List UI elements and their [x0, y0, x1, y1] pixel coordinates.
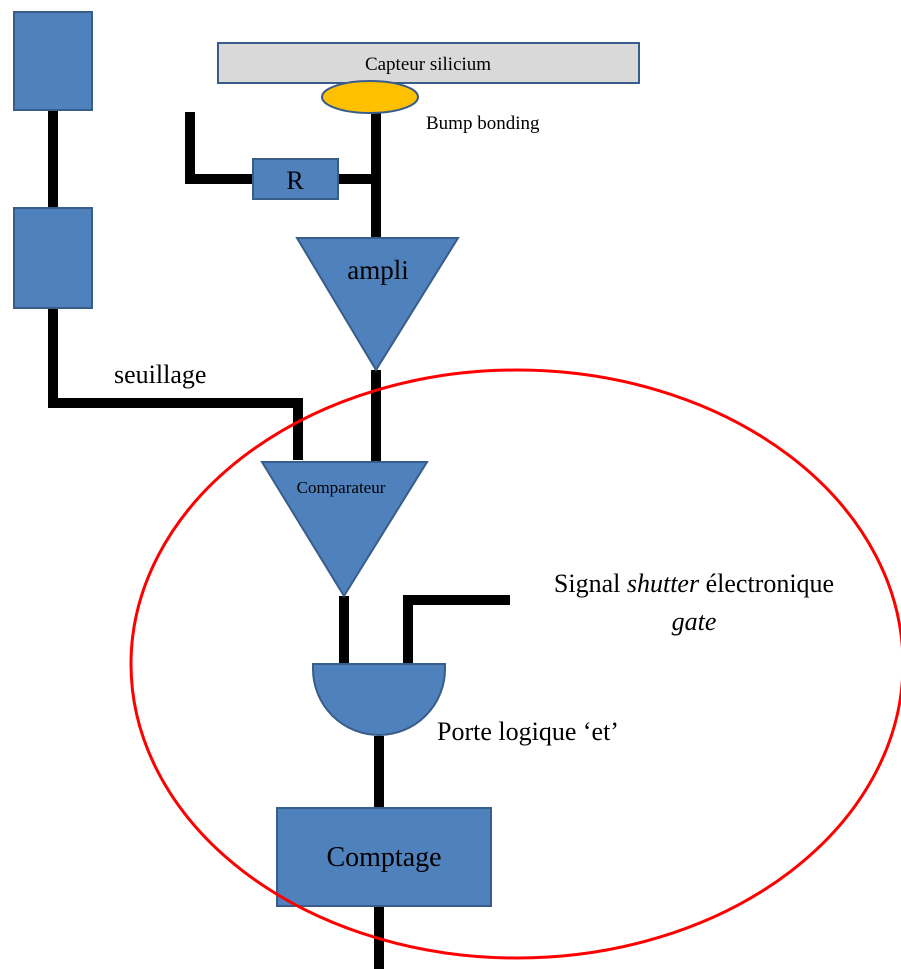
resistor-label: R [286, 166, 304, 195]
threshold-block-bottom [13, 207, 93, 309]
threshold-block-top [13, 11, 93, 111]
amplifier [295, 237, 460, 372]
and-gate [312, 663, 446, 736]
shutter-signal-suffix: électronique [699, 569, 834, 598]
counter-label: Comptage [326, 842, 441, 873]
shutter-signal-label: Signal shutter électronique [554, 569, 834, 598]
comparator [260, 461, 429, 598]
threshold-label: seuillage [114, 360, 206, 389]
wire-resistor-left [185, 112, 253, 184]
bump-bonding-label: Bump bonding [426, 113, 540, 134]
wire-threshold [48, 308, 303, 460]
silicon-sensor-label: Capteur silicium [365, 54, 491, 75]
comparator-label: Comparateur [297, 478, 386, 497]
resistor [252, 158, 339, 200]
shutter-signal-italic: shutter [627, 569, 700, 598]
wire-shutter-signal [403, 595, 510, 664]
wires [48, 110, 510, 969]
bump-bond [321, 80, 419, 114]
counter-block [276, 807, 492, 907]
and-gate-label: Porte logique ‘et’ [437, 717, 619, 746]
amplifier-label: ampli [347, 255, 409, 285]
shutter-signal-prefix: Signal [554, 569, 627, 598]
silicon-sensor [217, 42, 640, 84]
highlight-ellipse [129, 368, 901, 960]
gate-label: gate [672, 607, 717, 636]
